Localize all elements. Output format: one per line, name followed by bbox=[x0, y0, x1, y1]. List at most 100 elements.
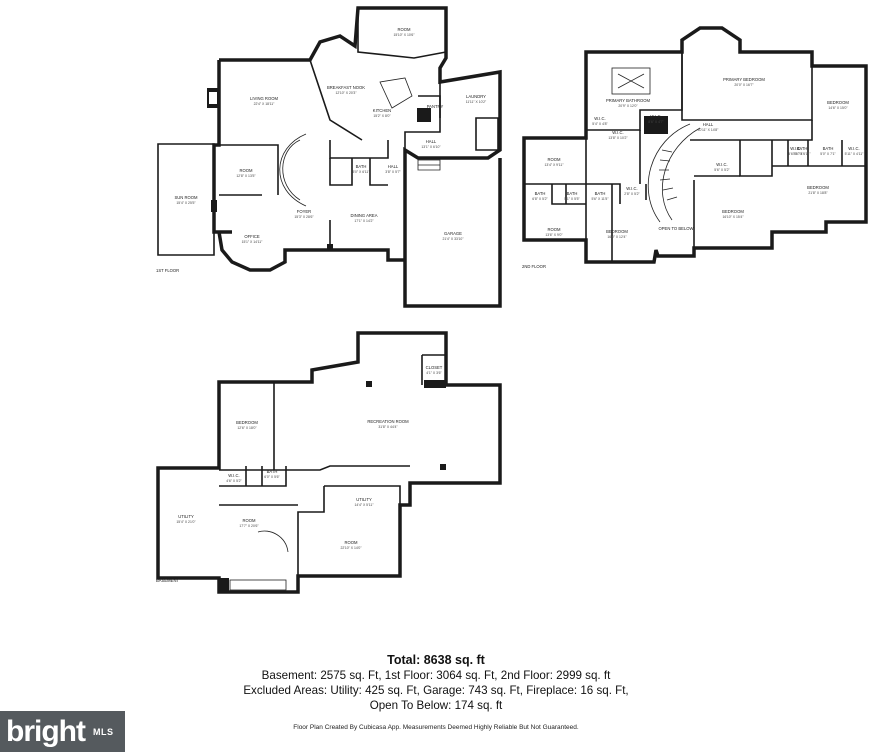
second-bedroom-c-dims: 16'10" X 15'4" bbox=[722, 215, 744, 219]
second-bath-b-label: BATH bbox=[567, 191, 578, 196]
basement-wic-label: W.I.C. bbox=[228, 473, 239, 478]
first-floor-plan: ROOM 15'10" X 10'6" LIVING ROOM 22'4" X … bbox=[156, 6, 502, 308]
second-hall-label: HALL bbox=[703, 122, 714, 127]
first-living-label: LIVING ROOM bbox=[250, 96, 278, 101]
second-wic1-dims: 5'4" X 4'8" bbox=[592, 122, 608, 126]
first-hall2-dims: 3'8" X 5'7" bbox=[385, 170, 401, 174]
basement-room-c-label: ROOM bbox=[242, 518, 256, 523]
second-wic5-label: W.I.C. bbox=[716, 162, 727, 167]
second-bedroom-s-label: BEDROOM bbox=[606, 229, 628, 234]
second-floor-label: 2ND FLOOR bbox=[522, 264, 546, 269]
first-laundry-label: LAUNDRY bbox=[466, 94, 486, 99]
second-bath-b-dims: 5'1" X 5'5" bbox=[564, 197, 580, 201]
first-laundry-dims: 11'11" X 10'2" bbox=[466, 100, 487, 104]
basement-room-e-dims: 22'10" X 14'0" bbox=[340, 546, 362, 550]
second-room-w-label: ROOM bbox=[547, 157, 561, 162]
first-kitchen-dims: 15'2" X 8'0" bbox=[373, 114, 391, 118]
second-wic4-dims: 2'8" X 5'2" bbox=[624, 192, 640, 196]
excluded-areas: Excluded Areas: Utility: 425 sq. Ft, Gar… bbox=[243, 684, 629, 697]
second-wic1-label: W.I.C. bbox=[594, 116, 605, 121]
second-wic6-dims: 5'6" X 7'1" bbox=[788, 152, 804, 156]
logo-wordmark: bright bbox=[6, 714, 86, 748]
area-summary: Total: 8638 sq. ft Basement: 2575 sq. Ft… bbox=[0, 652, 872, 713]
second-bedroom-ne-dims: 14'6" X 15'0" bbox=[828, 106, 848, 110]
first-room-top-dims: 15'10" X 10'6" bbox=[393, 33, 415, 37]
basement-room-c-dims: 17'7" X 20'6" bbox=[239, 524, 259, 528]
first-living-dims: 22'4" X 18'11" bbox=[254, 102, 276, 106]
second-bath-c-label: BATH bbox=[595, 191, 606, 196]
first-room-top-label: ROOM bbox=[397, 27, 411, 32]
first-garage-dims: 21'4" X 33'10" bbox=[442, 237, 464, 241]
basement-recreation-label: RECREATION ROOM bbox=[367, 419, 409, 424]
first-garage-label: GARAGE bbox=[444, 231, 462, 236]
first-dining-dims: 17'1" X 14'2" bbox=[354, 219, 374, 223]
second-wic2-label: W.I.C. bbox=[612, 130, 623, 135]
basement-wic-dims: 4'6" X 5'2" bbox=[226, 479, 242, 483]
basement-bath-label: BATH bbox=[267, 469, 278, 474]
first-office-dims: 15'1" X 14'11" bbox=[242, 240, 264, 244]
second-bath-e-label: BATH bbox=[823, 146, 834, 151]
second-wic3-dims: 8'6" X 4'7" bbox=[648, 120, 664, 124]
basement-bedroom-dims: 12'6" X 18'0" bbox=[237, 426, 257, 430]
first-floor-label: 1ST FLOOR bbox=[156, 268, 179, 273]
basement-bedroom-label: BEDROOM bbox=[236, 420, 258, 425]
second-room-sw-dims: 13'6" X 9'0" bbox=[545, 233, 563, 237]
second-wic2-dims: 13'8" X 10'2" bbox=[608, 136, 628, 140]
first-bath-dims: 5'0" X 6'11" bbox=[352, 170, 370, 174]
second-wic3-label: W.I.C. bbox=[650, 114, 661, 119]
second-bedroom-s-dims: 16'0" X 12'4" bbox=[607, 235, 627, 239]
second-primary-bed-dims: 20'0" X 16'7" bbox=[734, 83, 754, 87]
first-foyer-label: FOYER bbox=[297, 209, 311, 214]
basement-recreation-dims: 31'8" X 44'4" bbox=[378, 425, 398, 429]
second-bath-d-dims: 8'5" X 6'11" bbox=[793, 152, 811, 156]
second-wic7-dims: 5'11" X 4'11" bbox=[845, 152, 864, 156]
basement-utility-w-label: UTILITY bbox=[178, 514, 194, 519]
basement-closet-dims: 4'1" X 3'6" bbox=[426, 371, 442, 375]
first-dining-label: DINING AREA bbox=[351, 213, 378, 218]
second-bedroom-e-label: BEDROOM bbox=[807, 185, 829, 190]
basement-closet-label: CLOSET bbox=[426, 365, 443, 370]
second-bedroom-c-label: BEDROOM bbox=[722, 209, 744, 214]
second-hall-dims: 40'11" X 14'8" bbox=[698, 128, 720, 132]
first-hall-label: HALL bbox=[426, 139, 437, 144]
basement-room-e-label: ROOM bbox=[344, 540, 358, 545]
first-kitchen-label: KITCHEN bbox=[373, 108, 391, 113]
first-foyer-dims: 15'3" X 28'6" bbox=[294, 215, 314, 219]
basement-floor-label: BASEMENT bbox=[156, 578, 179, 583]
first-sunroom-label: SUN ROOM bbox=[174, 195, 198, 200]
second-wic7-label: W.I.C. bbox=[848, 146, 859, 151]
second-floor-plan: PRIMARY BEDROOM 20'0" X 16'7" PRIMARY BA… bbox=[522, 26, 868, 269]
first-pantry-label: PANTRY bbox=[427, 104, 444, 109]
total-area: Total: 8638 sq. ft bbox=[387, 653, 485, 667]
second-bath-c-dims: 5'6" X 11'5" bbox=[591, 197, 609, 201]
logo-suffix: MLS bbox=[92, 726, 114, 737]
first-breakfast-dims: 12'10" X 20'3" bbox=[335, 91, 357, 95]
bright-mls-logo: bright MLS bbox=[0, 711, 125, 752]
second-room-w-dims: 13'4" X 9'11" bbox=[545, 163, 565, 167]
second-open-label: OPEN TO BELOW bbox=[659, 226, 694, 231]
first-breakfast-label: BREAKFAST NOOK bbox=[327, 85, 365, 90]
first-sunroom-dims: 15'4" X 25'5" bbox=[176, 201, 196, 205]
second-wic4-label: W.I.C. bbox=[626, 186, 637, 191]
second-bedroom-ne-label: BEDROOM bbox=[827, 100, 849, 105]
basement-utility-c-dims: 14'4" X 5'11" bbox=[355, 503, 375, 507]
first-office-label: OFFICE bbox=[244, 234, 260, 239]
floor-area-breakdown: Basement: 2575 sq. Ft, 1st Floor: 3064 s… bbox=[261, 669, 611, 682]
first-bath-label: BATH bbox=[356, 164, 367, 169]
basement-utility-c-label: UTILITY bbox=[356, 497, 372, 502]
second-wic5-dims: 5'6" X 5'2" bbox=[714, 168, 730, 172]
second-bath-a-dims: 6'8" X 5'2" bbox=[532, 197, 548, 201]
second-primary-bath-dims: 20'9" X 12'0" bbox=[618, 104, 638, 108]
first-room-mid-dims: 12'8" X 13'5" bbox=[236, 174, 256, 178]
second-bedroom-e-dims: 21'8" X 18'8" bbox=[808, 191, 828, 195]
second-bath-a-label: BATH bbox=[535, 191, 546, 196]
second-bath-d-label: BATH bbox=[797, 146, 808, 151]
second-wic6-label: W.I.C. bbox=[790, 146, 801, 151]
open-to-below: Open To Below: 174 sq. ft bbox=[369, 699, 503, 712]
second-primary-bed-label: PRIMARY BEDROOM bbox=[723, 77, 765, 82]
first-room-mid-label: ROOM bbox=[239, 168, 253, 173]
first-hall-dims: 13'1" X 6'10" bbox=[421, 145, 441, 149]
second-primary-bath-label: PRIMARY BATHROOM bbox=[606, 98, 650, 103]
basement-utility-w-dims: 15'4" X 21'0" bbox=[176, 520, 196, 524]
